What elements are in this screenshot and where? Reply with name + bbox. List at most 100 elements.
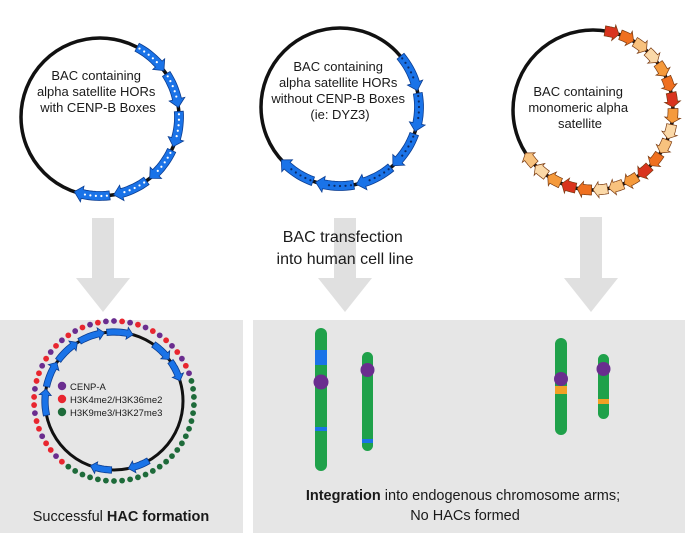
chromatin-dot (190, 402, 197, 408)
cenpb-box-dot (105, 194, 108, 197)
chromatin-dot (94, 319, 101, 326)
chromatin-dot (33, 378, 40, 384)
cenpb-box-dot (417, 94, 420, 98)
chromatin-dot (119, 318, 125, 325)
monomer-arrow (663, 91, 682, 108)
chromatin-dot (188, 418, 195, 424)
chromosome-4 (596, 354, 611, 419)
hor-arrows-no-cenpb (280, 52, 427, 194)
chromatin-dot (142, 324, 149, 331)
cenpb-box-dot (133, 186, 136, 190)
monomer-arrow (576, 180, 593, 199)
hor-arrow (149, 147, 177, 179)
cenpb-box-dot (409, 140, 413, 143)
hor-arrow (89, 461, 113, 475)
hor-arrow (151, 341, 171, 360)
cenpb-box-dot (155, 61, 158, 64)
chromatin-dot (31, 394, 38, 400)
cenpb-box-dot (151, 57, 154, 60)
cenpb-box-dot (171, 85, 174, 88)
monomer-arrow (533, 162, 550, 180)
chromatin-dot (174, 447, 181, 453)
centromere (596, 362, 611, 376)
chromatin-dot (103, 477, 109, 484)
chromatin-dot (79, 471, 86, 478)
hor-arrow (167, 110, 185, 148)
chromatin-dot (87, 474, 93, 481)
cenpb-box-dot (383, 171, 386, 174)
hor-arrow (77, 327, 105, 345)
hor-arrow (134, 42, 166, 72)
chromatin-dot (142, 471, 149, 478)
chromatin-dot (43, 440, 50, 447)
cenpb-box-dot (83, 193, 87, 196)
down-arrow (318, 218, 372, 312)
chromatin-dot (186, 425, 192, 432)
cenpb-box-dot (100, 194, 103, 198)
cenpb-box-dot (166, 75, 169, 78)
chromatin-dot (190, 394, 197, 400)
chromatin-dot (33, 418, 40, 424)
bac-without-cenpb: BAC containing alpha satellite HORs with… (259, 26, 427, 194)
legend-swatch-cenpa (57, 381, 67, 391)
cenpb-box-dot (349, 184, 353, 187)
chromatin-dot (39, 362, 46, 369)
centromere (554, 372, 568, 386)
cenpb-box-dot (407, 66, 410, 69)
cenpb-box-dot (166, 156, 169, 159)
cenpb-box-dot (147, 53, 150, 56)
monomer-arrow (603, 23, 620, 42)
monomer-arrow (547, 171, 563, 189)
cenpb-box-dot (304, 176, 307, 180)
chromatin-dot (53, 342, 59, 349)
chromatin-dot (87, 321, 93, 328)
monomer-arrow (663, 108, 682, 124)
chromatin-dot (186, 370, 192, 377)
chromatin-dot (169, 453, 175, 460)
hor-arrow (127, 457, 151, 474)
chromatin-dot (119, 477, 125, 484)
hor-arrow (167, 359, 185, 382)
chromatin-dot (53, 453, 59, 460)
cenpb-box-dot (163, 161, 166, 164)
cenpb-box-dot (309, 179, 312, 182)
chromatin-dot (169, 342, 175, 349)
down-arrow (76, 218, 130, 312)
chromatin-dot (72, 328, 79, 334)
hor-arrow (396, 52, 424, 92)
chromatin-dot (94, 476, 101, 483)
monomer-arrow (631, 36, 648, 54)
cenpb-box-dot (417, 100, 420, 103)
chromatin-dot (182, 362, 189, 369)
cenpb-box-dot (401, 57, 404, 60)
cenpb-box-dot (417, 116, 420, 120)
hor-arrow (161, 70, 186, 108)
hor-arrow (113, 176, 150, 202)
chromatin-dot (111, 318, 117, 324)
legend-label-active: H3K4me2/H3K36me2 (70, 395, 162, 406)
cenpb-box-dot (175, 135, 178, 138)
hor-arrow (73, 185, 111, 203)
monomer-arrow (618, 29, 634, 47)
hor-arrow (106, 326, 134, 341)
cenpb-box-dot (175, 95, 178, 98)
chromatin-dot (127, 319, 134, 326)
hor-arrow (38, 388, 53, 417)
chromatin-dot (190, 410, 196, 417)
chromatin-dot (178, 440, 185, 447)
monomer-arrow (623, 172, 641, 190)
hor-arrow (42, 361, 60, 388)
cenpb-box-dot (177, 113, 181, 116)
chromatin-dot (135, 321, 141, 328)
hac-panel (0, 320, 243, 533)
chromatin-dot (149, 328, 156, 334)
cenpb-box-dot (143, 181, 146, 184)
chromatin-dot (174, 349, 181, 355)
monomer-arrow (637, 162, 654, 180)
chromatin-dot (188, 378, 195, 384)
hor-arrow (280, 159, 316, 187)
cenpb-box-dot (373, 176, 376, 180)
cenpb-box-dot (368, 179, 371, 182)
cenpb-box-dot (169, 80, 172, 83)
